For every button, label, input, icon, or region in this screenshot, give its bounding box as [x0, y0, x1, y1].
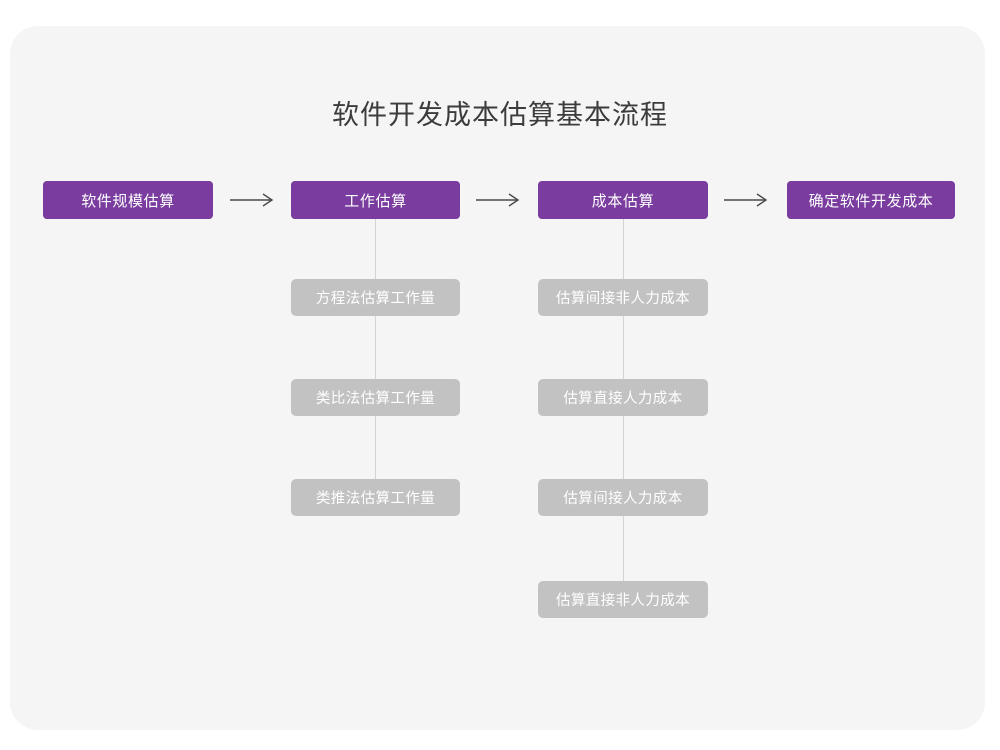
arrow-right-icon-1	[228, 187, 280, 213]
node-label: 工作估算	[344, 192, 407, 210]
node-label: 确定软件开发成本	[808, 192, 934, 210]
arrow-right-icon-2	[474, 187, 526, 213]
connector-line-col3-seg2	[623, 316, 624, 379]
node-label: 估算直接非人力成本	[555, 593, 691, 609]
subflow-node-indirect-labor-cost-estimation[interactable]: 估算间接人力成本	[538, 479, 708, 516]
subflow-node-direct-labor-cost-estimation[interactable]: 估算直接人力成本	[538, 379, 708, 416]
connector-line-col3-seg1	[623, 219, 624, 279]
node-label: 类推法估算工作量	[315, 491, 436, 507]
connector-line-col2-seg2	[375, 316, 376, 379]
subflow-node-analogy-method-workload-estimation[interactable]: 类比法估算工作量	[291, 379, 460, 416]
subflow-node-direct-non-labor-cost-estimation[interactable]: 估算直接非人力成本	[538, 581, 708, 618]
flow-node-determine-software-development-cost[interactable]: 确定软件开发成本	[787, 181, 955, 219]
node-label: 软件规模估算	[81, 192, 175, 210]
node-label: 估算间接非人力成本	[555, 291, 691, 307]
node-label: 方程法估算工作量	[315, 291, 436, 307]
diagram-card	[10, 26, 985, 730]
connector-line-col3-seg4	[623, 516, 624, 581]
connector-line-col2-seg3	[375, 416, 376, 479]
flow-node-cost-estimation[interactable]: 成本估算	[538, 181, 708, 219]
subflow-node-inference-method-workload-estimation[interactable]: 类推法估算工作量	[291, 479, 460, 516]
flow-node-software-scale-estimation[interactable]: 软件规模估算	[43, 181, 213, 219]
flow-node-work-estimation[interactable]: 工作估算	[291, 181, 460, 219]
subflow-node-indirect-non-labor-cost-estimation[interactable]: 估算间接非人力成本	[538, 279, 708, 316]
node-label: 成本估算	[591, 192, 655, 210]
node-label: 类比法估算工作量	[315, 391, 436, 407]
connector-line-col2-seg1	[375, 219, 376, 279]
page-title: 软件开发成本估算基本流程	[332, 100, 668, 130]
node-label: 估算间接人力成本	[563, 491, 683, 507]
arrow-right-icon-3	[722, 187, 774, 213]
node-label: 估算直接人力成本	[563, 391, 683, 407]
connector-line-col3-seg3	[623, 416, 624, 479]
subflow-node-equation-method-workload-estimation[interactable]: 方程法估算工作量	[291, 279, 460, 316]
